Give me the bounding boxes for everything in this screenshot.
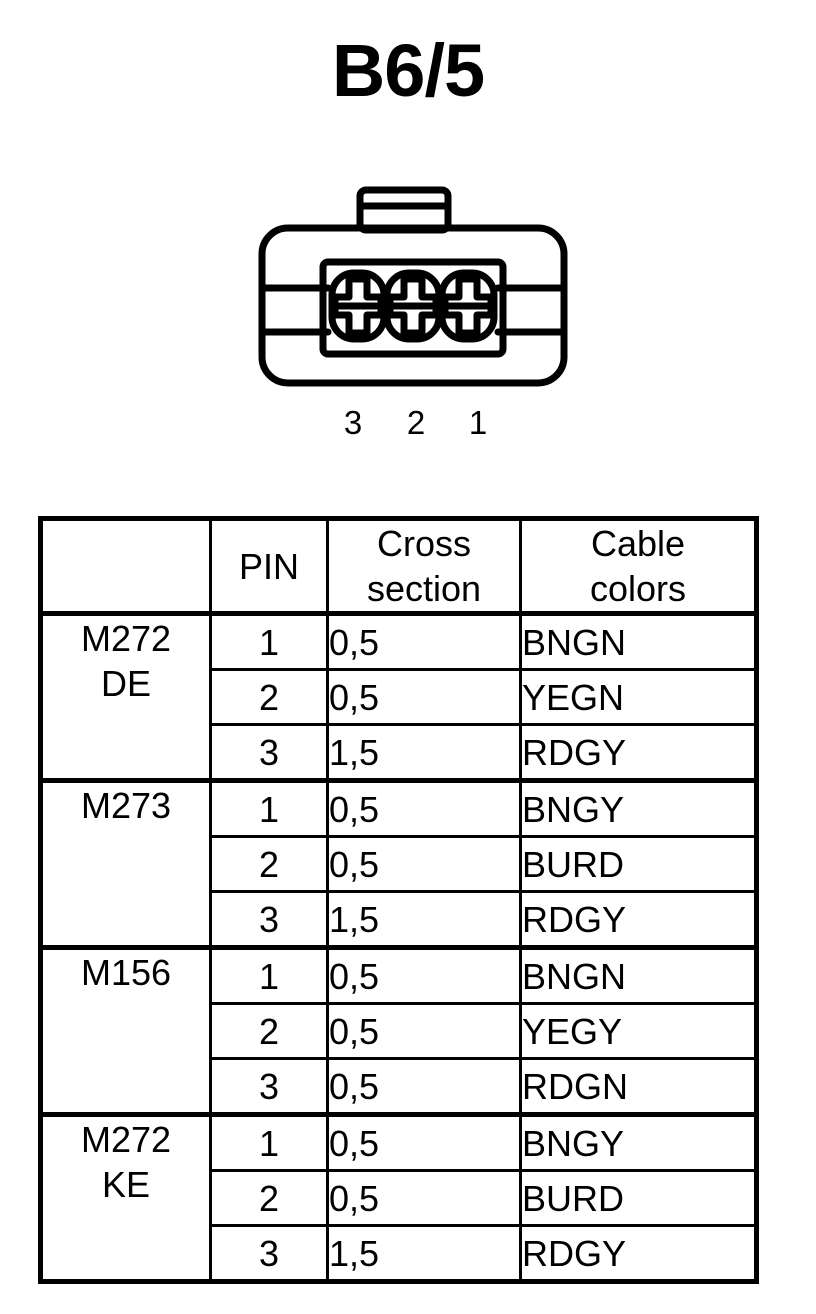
cable-color-cell: BNGY xyxy=(519,1112,758,1172)
connector-side-rail-right xyxy=(494,284,567,336)
pin-cell: 3 xyxy=(209,1224,329,1284)
table-row: 3 1,5 RDGY xyxy=(41,1224,758,1284)
pin-number-label-2: 2 xyxy=(406,404,426,441)
cross-section-cell: 0,5 xyxy=(326,835,522,893)
model-label-line1: M272 xyxy=(80,1119,172,1160)
header-cell-cross-section: Cross section xyxy=(326,516,522,615)
pin-cell: 1 xyxy=(209,1112,329,1172)
model-cell: M273 xyxy=(39,778,212,949)
pin-cell: 3 xyxy=(209,1057,329,1116)
table-row: 2 0,5 YEGY xyxy=(41,1002,758,1060)
cable-color-cell: BURD xyxy=(519,1169,758,1227)
model-label-line1: M156 xyxy=(80,952,172,993)
pin-cell: 2 xyxy=(209,668,329,726)
connector-pin-3 xyxy=(328,269,388,343)
pin-number-label-1: 1 xyxy=(468,404,488,441)
cable-color-cell: YEGN xyxy=(519,668,758,726)
connector-housing xyxy=(258,224,568,387)
table-header-row: PIN Cross section Cable colors xyxy=(39,516,758,615)
table-row: 2 0,5 BURD xyxy=(41,835,758,893)
connector-pin-1 xyxy=(438,269,498,343)
model-cell: M272 DE xyxy=(39,611,212,782)
cross-section-cell: 1,5 xyxy=(326,890,522,949)
cable-color-cell: RDGY xyxy=(519,723,758,782)
connector-pin-block xyxy=(319,258,507,358)
table-row: 3 1,5 RDGY xyxy=(41,723,758,782)
cross-section-cell: 0,5 xyxy=(326,1112,522,1172)
cross-section-cell: 1,5 xyxy=(326,723,522,782)
cable-color-cell: BNGN xyxy=(519,945,758,1005)
pinout-table-wrapper: PIN Cross section Cable colors M272 DE 1 xyxy=(38,516,759,1284)
cross-section-cell: 0,5 xyxy=(326,611,522,671)
pin-cell: 1 xyxy=(209,611,329,671)
header-cell-pin: PIN xyxy=(209,516,329,615)
cable-color-cell: BURD xyxy=(519,835,758,893)
table-row: M273 1 0,5 BNGY xyxy=(39,778,758,949)
table-row: M156 1 0,5 BNGN xyxy=(39,945,758,1116)
connector-side-rail-left xyxy=(259,284,332,336)
pin-cell: 3 xyxy=(209,890,329,949)
header-cable-colors-line1: Cable xyxy=(590,523,686,564)
cable-color-cell: BNGY xyxy=(519,778,758,838)
pinout-table-body: M272 DE 1 0,5 BNGN 2 0,5 YEGN 3 1,5 RDGY xyxy=(39,611,758,1284)
model-label-line1: M272 xyxy=(80,618,172,659)
model-cell: M156 xyxy=(39,945,212,1116)
model-cell: M272 KE xyxy=(39,1112,212,1283)
model-label-line2: DE xyxy=(100,663,151,704)
header-cell-model xyxy=(39,516,212,615)
cross-section-cell: 0,5 xyxy=(326,668,522,726)
cross-section-cell: 0,5 xyxy=(326,1002,522,1060)
header-cable-colors-line2: colors xyxy=(589,568,687,609)
table-row: 3 0,5 RDGN xyxy=(41,1057,758,1116)
model-label-line1: M273 xyxy=(80,785,172,826)
pin-cell: 2 xyxy=(209,1002,329,1060)
header-cross-section-line2: section xyxy=(366,568,482,609)
connector-latch-tab xyxy=(356,186,452,234)
table-row: 2 0,5 BURD xyxy=(41,1169,758,1227)
header-cross-section-line1: Cross xyxy=(376,523,471,564)
connector-pin-2 xyxy=(383,269,443,343)
cable-color-cell: BNGN xyxy=(519,611,758,671)
cross-section-cell: 1,5 xyxy=(326,1224,522,1284)
table-row: 3 1,5 RDGY xyxy=(41,890,758,949)
pin-number-label-3: 3 xyxy=(343,404,363,441)
cable-color-cell: YEGY xyxy=(519,1002,758,1060)
connector-diagram xyxy=(248,180,578,445)
header-cell-cable-colors: Cable colors xyxy=(519,516,758,615)
table-row: M272 KE 1 0,5 BNGY xyxy=(39,1112,758,1283)
cable-color-cell: RDGY xyxy=(519,1224,758,1284)
cross-section-cell: 0,5 xyxy=(326,945,522,1005)
pin-cell: 1 xyxy=(209,778,329,838)
table-row: M272 DE 1 0,5 BNGN xyxy=(39,611,758,782)
model-label-line2: KE xyxy=(101,1164,151,1205)
connector-pin-number-labels: 3 2 1 xyxy=(248,404,578,444)
pinout-table: PIN Cross section Cable colors M272 DE 1 xyxy=(38,516,759,1284)
cable-color-cell: RDGY xyxy=(519,890,758,949)
pin-cell: 2 xyxy=(209,835,329,893)
cross-section-cell: 0,5 xyxy=(326,778,522,838)
table-row: 2 0,5 YEGN xyxy=(41,668,758,726)
pin-cell: 3 xyxy=(209,723,329,782)
pin-cell: 1 xyxy=(209,945,329,1005)
cross-section-cell: 0,5 xyxy=(326,1169,522,1227)
page-title: B6/5 xyxy=(331,29,485,112)
pin-cell: 2 xyxy=(209,1169,329,1227)
cable-color-cell: RDGN xyxy=(519,1057,758,1116)
cross-section-cell: 0,5 xyxy=(326,1057,522,1116)
connector-svg xyxy=(258,186,568,387)
